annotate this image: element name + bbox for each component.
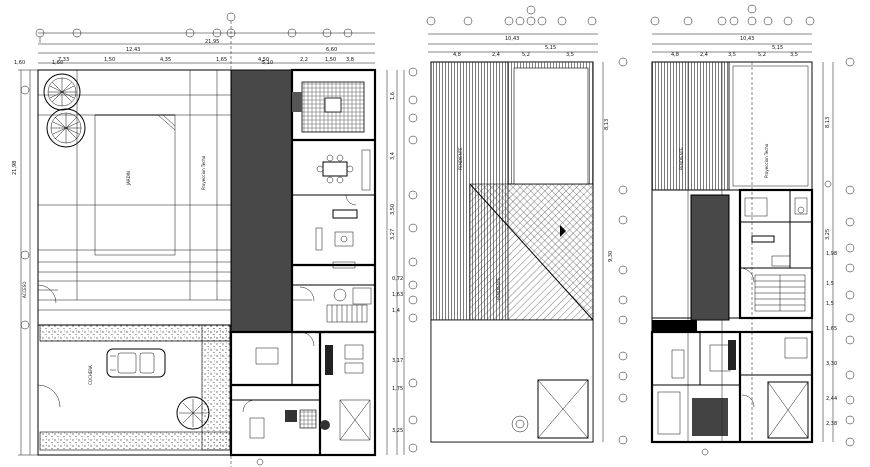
dim-label: 3,50 — [390, 204, 396, 215]
roof-plan: 10,43 5,15 4,8 2,4 5,2 3,5 — [426, 5, 628, 445]
grid-axis-markers-top — [35, 12, 353, 467]
slope-label: PENDIENTE — [679, 147, 684, 170]
dim-label: 5,10 — [262, 60, 273, 66]
wardrobe — [671, 349, 685, 379]
dining-table — [322, 161, 348, 177]
dim-label: 3,8 — [346, 57, 354, 63]
dim-label: 5,2 — [522, 52, 530, 58]
dim-label: 1,63 — [392, 292, 403, 298]
room-label: COCHERA — [88, 365, 93, 385]
dim-label: 1,60 — [14, 60, 25, 66]
desk — [255, 347, 279, 365]
dim-label: 2,4 — [700, 52, 708, 58]
dim-label: 3,5 — [566, 52, 574, 58]
dim-label: 21,95 — [205, 39, 219, 45]
dim-label: 3,17 — [392, 358, 403, 364]
garage-area: COCHERA ACCESO — [22, 282, 232, 455]
service-rooms — [229, 330, 377, 457]
bed-icon — [344, 344, 364, 360]
dim-label: 2,44 — [826, 396, 837, 402]
dim-label: 2,4 — [492, 52, 500, 58]
dim-label: 8,13 — [604, 119, 610, 130]
dim-label: 1,50 — [325, 57, 336, 63]
room-label: JARDIN — [126, 171, 131, 186]
bathtub — [249, 417, 265, 439]
upper-floor-plan: 10,43 5,15 4,8 2,4 3,5 5,2 3,5 PENDIENTE… — [650, 4, 855, 456]
dim-label: 2,38 — [826, 421, 837, 427]
top-dimension-lines: 10,43 5,15 4,8 2,4 5,2 3,5 — [426, 5, 598, 58]
void-hatch — [690, 194, 730, 321]
toilet-icon — [333, 288, 347, 302]
dim-label: 1,65 — [826, 326, 837, 332]
dim-label: 10,43 — [740, 36, 754, 42]
dim-label: 1,65 — [216, 57, 227, 63]
roof-slope-hatch — [651, 61, 730, 191]
dim-label: 21,98 — [12, 161, 18, 175]
sofa — [332, 209, 358, 219]
dim-label: 2,2 — [300, 57, 308, 63]
dim-label: 0,72 — [392, 276, 403, 282]
dim-label: 3,27 — [390, 229, 396, 240]
covered-walkway-hatch — [230, 69, 293, 333]
right-dimension-lines: 8,13 3,25 1,98 1,5 1,5 1,65 3,30 2,44 2,… — [701, 57, 855, 456]
dim-label: 10,43 — [505, 36, 519, 42]
tree-icon — [46, 108, 86, 148]
dim-label: 1,5 — [826, 281, 834, 287]
dim-label: 3,30 — [826, 361, 837, 367]
dim-label: 5,15 — [772, 45, 783, 51]
ground-floor-plan: 21,95 12,43 6,60 7,33 1,50 4,35 1,65 4,5… — [12, 12, 418, 467]
slope-label: PENDIENTE — [458, 147, 463, 170]
bed-icon — [744, 197, 768, 217]
dim-label: 5,15 — [545, 45, 556, 51]
dim-label: 4,35 — [160, 57, 171, 63]
upper-rooms-bottom — [650, 330, 814, 444]
dim-label: 8,13 — [825, 117, 831, 128]
tree-icon — [43, 73, 81, 111]
dim-label: 3,5 — [728, 52, 736, 58]
dim-label: 3,25 — [825, 229, 831, 240]
dim-label: 7,33 — [58, 57, 69, 63]
slope-label: PENDIENTE — [496, 277, 501, 300]
top-dimension-lines: 21,95 12,43 6,60 7,33 1,50 4,35 1,65 4,5… — [14, 32, 375, 66]
top-dimension-lines: 10,43 5,15 4,8 2,4 3,5 5,2 3,5 — [650, 4, 815, 58]
dim-label: 1,50 — [104, 57, 115, 63]
dim-label: 12,43 — [126, 47, 140, 53]
dim-label: 3,4 — [390, 152, 396, 160]
tree-icon — [176, 396, 210, 430]
room-label: Proyeccion Techo — [764, 143, 769, 178]
garden-grid: JARDIN Proyeccion Techo — [38, 70, 231, 300]
dim-label: 6,60 — [326, 47, 337, 53]
room-label: ACCESO — [22, 282, 27, 298]
dim-label: 4,50 — [258, 57, 269, 63]
staircase — [326, 304, 368, 323]
room-label: Proyeccion Techo — [201, 155, 206, 190]
dim-label: 1,4 — [392, 308, 400, 314]
upper-rooms — [738, 188, 814, 320]
water-tank-icon — [511, 415, 529, 433]
dim-label: 5,2 — [758, 52, 766, 58]
dim-label: 1,5 — [826, 301, 834, 307]
rooms-block — [290, 68, 377, 334]
dim-label: 1,75 — [392, 386, 403, 392]
staircase — [754, 274, 806, 312]
dim-label: 4,8 — [671, 52, 679, 58]
bed-icon — [709, 344, 731, 372]
dim-label: 1,60 — [52, 60, 63, 66]
car-icon — [106, 348, 166, 378]
dim-label: 3,5 — [790, 52, 798, 58]
dim-label: 9,30 — [608, 251, 614, 262]
dim-label: 1,98 — [826, 251, 837, 257]
right-dimension-lines: 1,6 3,4 3,50 3,27 0,72 1,63 1,4 3,17 1,7… — [20, 67, 418, 466]
dim-label: 3,25 — [392, 428, 403, 434]
dim-label: 4,8 — [453, 52, 461, 58]
dim-label: 1,6 — [390, 92, 396, 100]
